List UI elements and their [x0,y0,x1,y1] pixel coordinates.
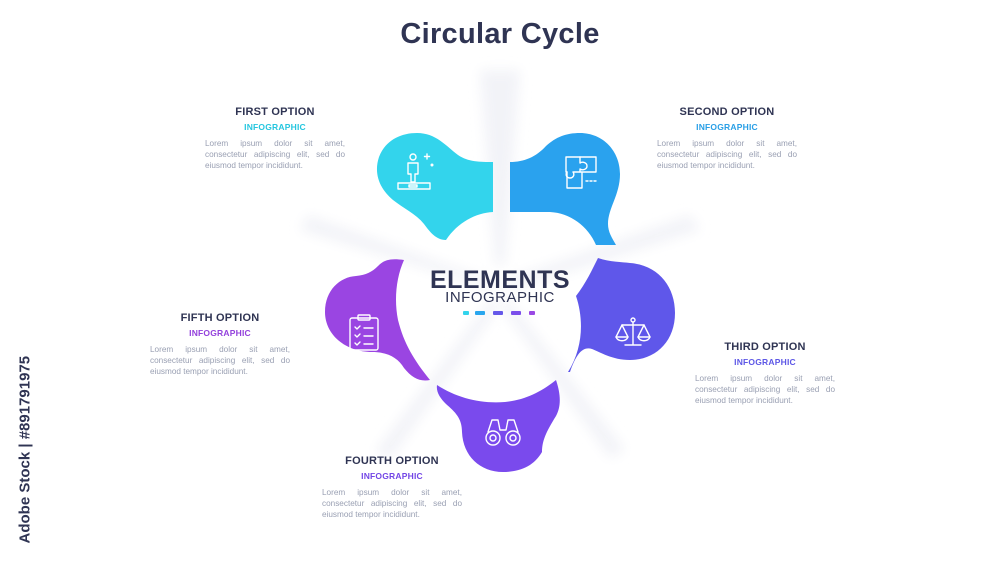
dash-2 [475,311,485,315]
center-subtitle: INFOGRAPHIC [445,289,555,306]
petal-fourth-option [436,380,560,472]
stock-watermark: Adobe Stock | #891791975 [10,330,36,550]
person-on-podium-icon [397,153,434,190]
option-name: FIRST OPTION [235,106,315,118]
option-subtitle: INFOGRAPHIC [734,357,796,367]
separator-shadows [300,70,700,460]
option-subtitle: INFOGRAPHIC [189,328,251,338]
option-name: THIRD OPTION [724,341,806,353]
center-title: ELEMENTS [429,266,571,294]
option-description: Lorem ipsum dolor sit amet, consectetur … [150,345,290,376]
option-name: FIFTH OPTION [180,312,260,324]
petal-first-option [376,133,493,240]
petal-second-option [510,133,620,245]
binoculars-icon [485,419,521,446]
option-fifth: FIFTH OPTION INFOGRAPHIC Lorem ipsum dol… [145,312,295,377]
option-description: Lorem ipsum dolor sit amet, consectetur … [322,488,462,519]
option-subtitle: INFOGRAPHIC [244,122,306,132]
puzzle-icon [565,156,597,189]
option-subtitle: INFOGRAPHIC [696,122,758,132]
clipboard-checklist-icon [349,314,379,351]
option-third: THIRD OPTION INFOGRAPHIC Lorem ipsum dol… [690,341,840,406]
option-description: Lorem ipsum dolor sit amet, consectetur … [657,139,797,170]
balance-scale-icon [615,317,651,346]
stock-watermark-text: Adobe Stock | #891791975 [16,355,34,544]
color-dash-row [463,311,543,316]
option-first: FIRST OPTION INFOGRAPHIC Lorem ipsum dol… [200,106,350,171]
dash-3 [493,311,503,315]
option-description: Lorem ipsum dolor sit amet, consectetur … [205,139,345,170]
page-title: Circular Cycle [400,18,600,50]
dash-5 [529,311,535,315]
option-name: FOURTH OPTION [345,455,439,467]
option-subtitle: INFOGRAPHIC [361,471,423,481]
dash-1 [463,311,469,315]
petal-third-option [568,258,675,372]
option-description: Lorem ipsum dolor sit amet, consectetur … [695,374,835,405]
option-fourth: FOURTH OPTION INFOGRAPHIC Lorem ipsum do… [317,455,467,520]
option-name: SECOND OPTION [679,106,775,118]
dash-4 [511,311,521,315]
option-second: SECOND OPTION INFOGRAPHIC Lorem ipsum do… [652,106,802,171]
